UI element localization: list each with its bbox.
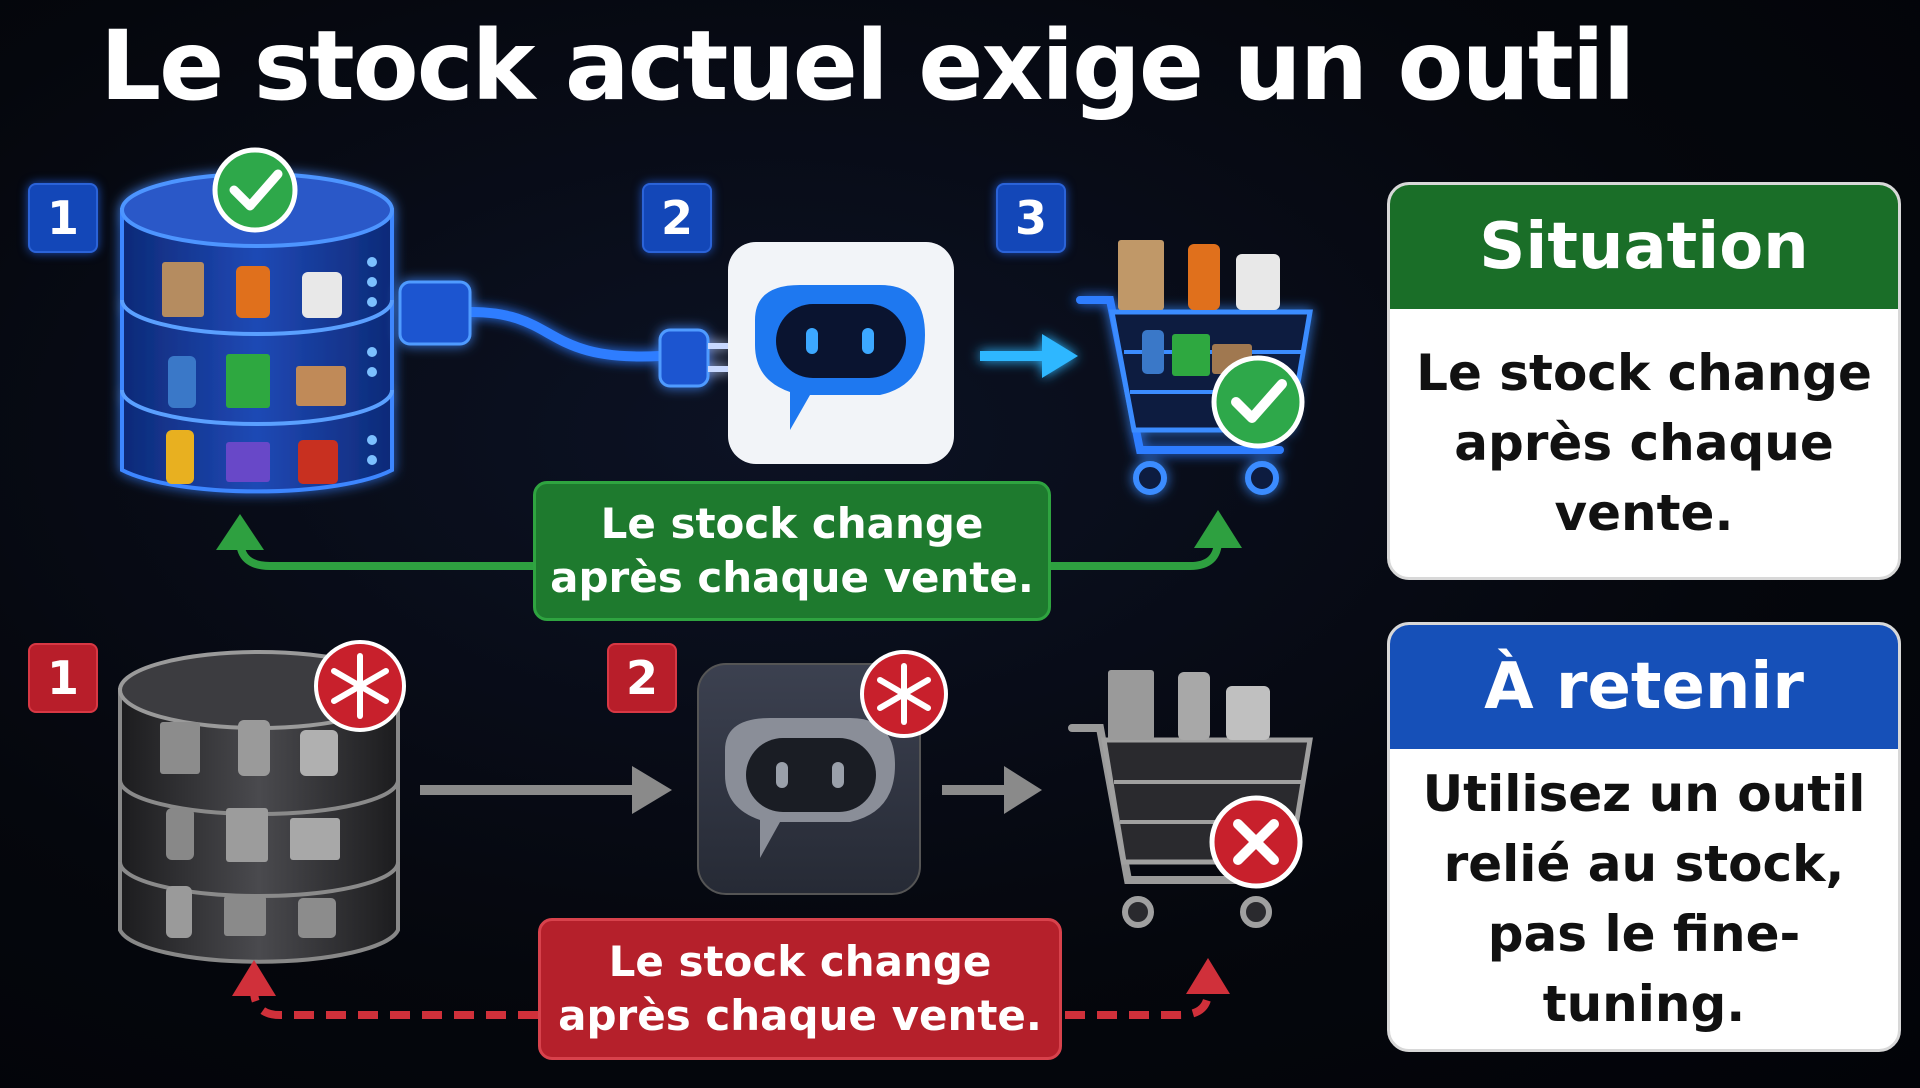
- cart-products-icon: [1118, 240, 1280, 376]
- page-title: Le stock actuel exige un outil: [100, 10, 1636, 122]
- inventory-products-gray-icon: [160, 720, 340, 938]
- step-badge: 2: [607, 643, 677, 713]
- flow-arrow-gray: [420, 766, 672, 814]
- cross-icon: [1209, 795, 1303, 889]
- retenir-card-body: Utilisez un outil relié au stock, pas le…: [1422, 765, 1866, 1033]
- snowflake-icon: [314, 640, 406, 732]
- step-badge: 1: [28, 643, 98, 713]
- retenir-card-header: À retenir: [1390, 625, 1898, 749]
- power-plug-icon: [398, 280, 730, 388]
- check-icon: [1211, 355, 1305, 449]
- step-badge: 2: [642, 183, 712, 253]
- shopping-cart-gray-icon: [1068, 670, 1313, 928]
- situation-card-header: Situation: [1390, 185, 1898, 309]
- snowflake-icon: [860, 650, 948, 738]
- flow-arrow-gray: [942, 766, 1042, 814]
- step-badge: 3: [996, 183, 1066, 253]
- flow-arrow: [980, 334, 1078, 378]
- retenir-card: À retenir Utilisez un outil relié au sto…: [1387, 622, 1901, 1052]
- chatbot-frozen-icon: [697, 663, 921, 895]
- step-badge: 1: [28, 183, 98, 253]
- check-icon: [212, 147, 298, 233]
- feedback-arrow-green: [216, 510, 1242, 570]
- situation-card-body: Le stock change après chaque vente.: [1416, 344, 1872, 542]
- chatbot-icon: [728, 242, 954, 464]
- feedback-arrow-red: [232, 958, 1230, 1019]
- inventory-products-icon: [162, 262, 346, 484]
- situation-card: Situation Le stock change après chaque v…: [1387, 182, 1901, 580]
